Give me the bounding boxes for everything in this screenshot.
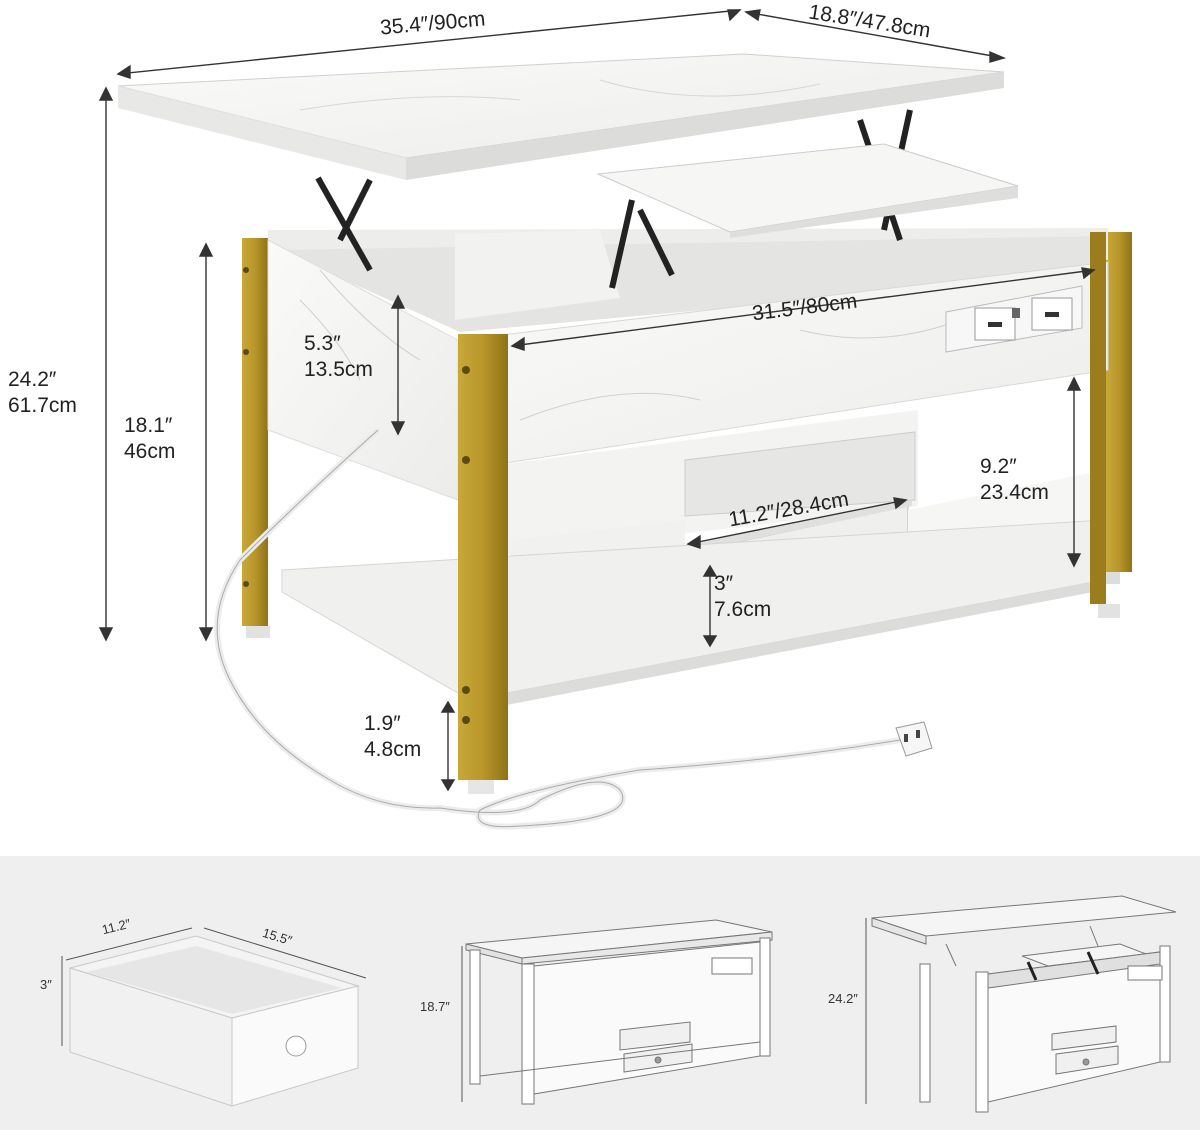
drawer-thumbnail: [61, 927, 367, 1107]
open-cubby: [684, 431, 916, 517]
open-table-thumbnail: [871, 895, 1177, 1113]
thumb-open-height-label: 24.2″: [828, 991, 858, 1006]
base-height-cm-label: 46cm: [124, 440, 176, 463]
thumb-closed-height-label: 18.7″: [420, 999, 450, 1014]
drawer-height-in-label: 3″: [714, 572, 734, 595]
thumb-drawer-height-label: 3″: [40, 977, 52, 992]
plug: [895, 721, 933, 757]
power-sockets: [945, 285, 1083, 353]
closed-table-thumbnail: [465, 919, 773, 1105]
leg-clearance-in-label: 1.9″: [364, 712, 401, 735]
base-height-in-label: 18.1″: [124, 414, 173, 437]
total-height-in-label: 24.2″: [8, 368, 57, 391]
shelf-height-in-label: 9.2″: [980, 455, 1017, 478]
front-right-leg: [1090, 232, 1106, 604]
back-right-leg: [1106, 232, 1132, 572]
back-left-leg: [242, 238, 268, 626]
total-height-cm-label: 61.7cm: [8, 394, 77, 417]
drawer-height-cm-label: 7.6cm: [714, 598, 772, 621]
front-left-leg: [458, 334, 508, 780]
coffee-table-illustration: [98, 9, 1132, 830]
storage-depth-in-label: 5.3″: [304, 332, 341, 355]
leg-clearance-cm-label: 4.8cm: [364, 738, 422, 761]
shelf-height-cm-label: 23.4cm: [980, 481, 1049, 504]
lifted-inner-lid: [596, 143, 1019, 233]
storage-depth-cm-label: 13.5cm: [304, 358, 373, 381]
thumbnail-drawings: [61, 895, 1177, 1113]
